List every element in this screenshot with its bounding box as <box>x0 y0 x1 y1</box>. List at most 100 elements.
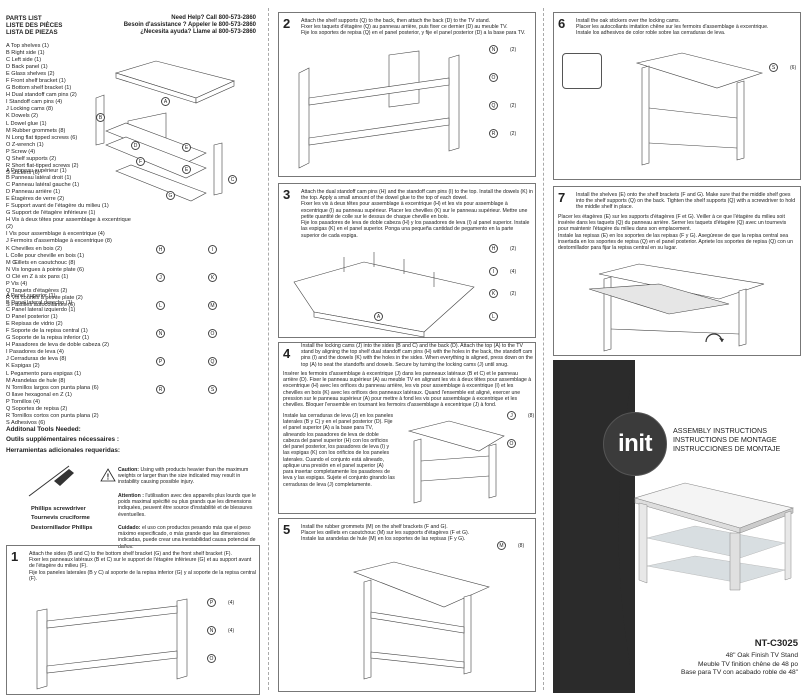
parts-list-item: J Fermoirs d'assemblage à excentrique (8… <box>6 238 112 245</box>
step-5-hardware: M(8) <box>497 541 533 581</box>
step-5-number: 5 <box>283 522 291 537</box>
fold-line-1 <box>268 8 269 690</box>
step-3-number: 3 <box>283 187 291 202</box>
hardware-part-callout: Q <box>208 357 217 366</box>
step-6-fr: Placer les autocollants imitation chêne … <box>576 24 769 31</box>
parts-list-item: H Vis à deux têtes pour assemblage à exc… <box>6 217 131 231</box>
parts-list-item: H Pasadores de leva de doble cabeza (2) <box>6 342 109 349</box>
caution-en: Using with products heavier than the max… <box>118 467 249 486</box>
hardware-item: N(4) <box>207 626 234 635</box>
parts-list-item: F Soporte de la repisa central (1) <box>6 328 88 335</box>
parts-list-item: R Short flat-tipped screws (2) <box>6 162 79 169</box>
step-5-es: Instale las arandelas de hule (M) en los… <box>301 536 466 543</box>
hardware-letter: J <box>507 411 516 420</box>
parts-list-item: R Vis courtes à pointe plate (2) <box>6 294 83 301</box>
parts-list-item: Q Taquets d'étagères (2) <box>6 287 68 294</box>
hardware-item: O <box>507 439 528 448</box>
hardware-qty: (2) <box>510 103 517 109</box>
hardware-item: O <box>489 73 510 82</box>
parts-list-item: F Support avant de l'étagère du milieu (… <box>6 203 109 210</box>
step-1-panel: 1 Attach the sides (B and C) to the bott… <box>6 545 260 695</box>
callout-e2: E <box>182 165 191 174</box>
hardware-item: I (4) <box>489 266 517 276</box>
step-7-fr: Placer les étagères (E) sur les supports… <box>558 214 787 233</box>
tool-es: Destornillador Phillips <box>31 524 93 531</box>
step-6-es: Instale los adhesivos de color roble sob… <box>576 30 726 37</box>
step-4-diagram <box>407 420 505 504</box>
parts-list-item: L Dowel glue (1) <box>6 120 47 127</box>
hardware-letter: L <box>489 311 498 321</box>
hardware-part-callout: K <box>208 273 217 282</box>
step-2-number: 2 <box>283 16 291 31</box>
parts-list-title: PARTS LIST LISTE DES PIÈCES LISTA DE PIE… <box>6 15 62 36</box>
hardware-part-callout: S <box>208 385 217 394</box>
step-3-diagram <box>293 252 475 338</box>
hardware-qty: (8) <box>528 413 535 419</box>
cover-model: NT-C3025 <box>754 638 798 649</box>
parts-list-item: K Chevilles en bois (2) <box>6 245 62 252</box>
callout-d: D <box>131 141 140 150</box>
parts-list-item: G Soporte de la repisa inferior (1) <box>6 335 90 342</box>
hardware-qty: (4) <box>510 268 517 275</box>
cover-title-es: INSTRUCCIONES DE MONTAJE <box>673 444 781 453</box>
parts-list-item: M Arandelas de hule (8) <box>6 377 66 384</box>
parts-list-item: G Bottom shelf bracket (1) <box>6 85 72 92</box>
step-3-callout-a: A <box>374 312 383 321</box>
parts-list-item: I Standoff cam pins (4) <box>6 99 63 106</box>
hardware-item: K(2) <box>489 289 516 298</box>
step-2-panel: 2 Attach the shelf supports (Q) to the b… <box>278 12 536 177</box>
step-4-panel: 4 Install the locking cams (J) into the … <box>278 342 536 514</box>
hardware-item: N(2) <box>489 45 516 54</box>
parts-list-title-es: LISTA DE PIEZAS <box>6 29 58 37</box>
parts-list-item: J Cerraduras de leva (8) <box>6 356 67 363</box>
exploded-diagram <box>95 60 235 202</box>
step-1-text: Attach the sides (B and C) to the bottom… <box>29 551 257 582</box>
parts-list-item: N Tornillos largos con punta plana (6) <box>6 384 99 391</box>
hardware-letter: I <box>489 266 498 276</box>
parts-list-item: E Étagères de verre (2) <box>6 196 65 203</box>
hardware-part-callout: P <box>156 357 165 366</box>
hardware-letter: O <box>489 73 498 82</box>
hardware-item: Q (2) <box>489 101 516 110</box>
step-7-en: Install the shelves (E) onto the shelf b… <box>576 192 796 211</box>
hardware-item: L <box>489 311 510 321</box>
hardware-qty: (8) <box>518 543 525 549</box>
hardware-qty: (4) <box>228 628 235 634</box>
parts-list-item: R Tornillos cortos con punta plana (2) <box>6 412 99 419</box>
step-7-panel: 7 Install the shelves (E) onto the shelf… <box>553 186 801 356</box>
parts-list-title-en: PARTS LIST <box>6 15 42 22</box>
callout-b: B <box>96 113 105 122</box>
parts-list-item: M Œillets en caoutchouc (8) <box>6 259 76 266</box>
parts-list-item: O llave hexagonal en Z (1) <box>6 391 72 398</box>
step-1-hardware: P(4)N(4)O <box>207 598 259 693</box>
cuidado-es: el uso con productos pesando más que el … <box>118 525 256 550</box>
parts-list-item: I Pasadores de leva (4) <box>6 349 64 356</box>
hardware-qty: (2) <box>510 131 517 137</box>
parts-list-fr: A Panneau supérieur (1)B Panneau latéral… <box>6 168 131 309</box>
cuidado-label: Cuidado: <box>118 525 141 531</box>
caution-label: Caution: <box>118 467 140 473</box>
hardware-letter: P <box>207 598 216 607</box>
hardware-part-callout: J <box>156 273 165 282</box>
step-4-fr: Insérer les fermoirs d'assemblage à exce… <box>283 371 532 409</box>
parts-list-item: C Panel lateral izquierdo (1) <box>6 307 76 314</box>
brand-logo: init <box>603 412 667 476</box>
step-1-en: Attach the sides (B and C) to the bottom… <box>29 551 232 557</box>
parts-list-item: E Repisas de vidrio (2) <box>6 321 63 328</box>
step-6-text: Install the oak stickers over the lockin… <box>576 18 798 37</box>
hardware-part-callout: R <box>156 385 165 394</box>
hardware-part-callout: N <box>156 329 165 338</box>
tool-fr: Tournevis cruciforme <box>31 515 90 522</box>
parts-list-item: E Glass shelves (2) <box>6 71 55 78</box>
hardware-qty: (4) <box>228 600 235 606</box>
hardware-letter: Q <box>489 101 498 110</box>
parts-list-section: PARTS LIST LISTE DES PIÈCES LISTA DE PIE… <box>6 15 258 550</box>
step-1-diagram <box>36 598 188 690</box>
cover-desc-en: 48" Oak Finish TV Stand <box>725 652 798 659</box>
hardware-qty: (2) <box>510 47 517 53</box>
step-7-es: Instale las repisas (E) en los soportes … <box>558 232 794 252</box>
parts-list-item: J Locking cams (8) <box>6 106 53 113</box>
parts-list-es: A Panel superior (1)B Panel lateral dere… <box>6 293 126 427</box>
help-es: ¿Necesita ayuda? Llame al 800-573-2860 <box>140 28 256 35</box>
step-5-text: Install the rubber grommets (M) on the s… <box>301 524 531 543</box>
